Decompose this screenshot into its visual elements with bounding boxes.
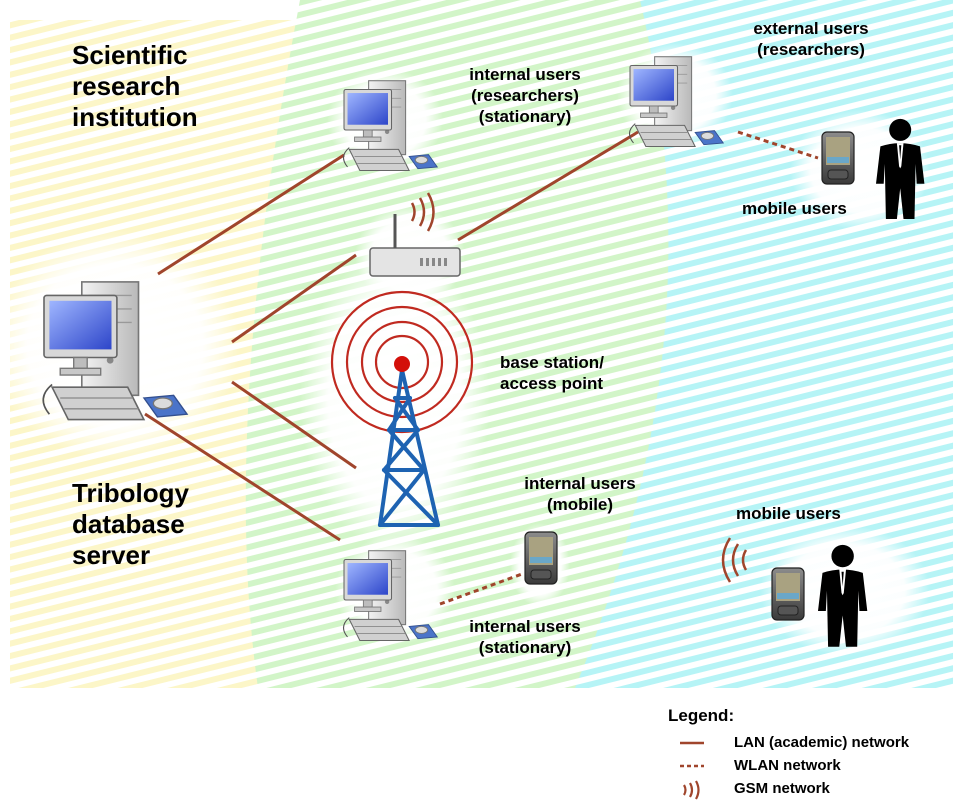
mobile-users-top-label: mobile users	[742, 199, 847, 218]
lan-link	[231, 253, 357, 344]
lan-link	[457, 130, 639, 242]
legend-item-gsm: GSM network	[668, 780, 953, 800]
router-led	[420, 258, 423, 266]
ist-line-2: (researchers)	[471, 86, 579, 105]
lan-link	[157, 153, 345, 276]
internal-stationary-top-label: internal users (researchers) (stationary…	[450, 64, 600, 127]
gsm-signal-wave	[741, 549, 748, 571]
tower-signal-ring	[374, 334, 430, 390]
lan-link	[231, 380, 357, 470]
router-led	[444, 258, 447, 266]
pda-icon-external	[821, 131, 855, 185]
tower-strut	[382, 428, 420, 472]
legend-label-wlan: WLAN network	[734, 757, 841, 774]
institution-line-1: Scientific	[72, 40, 188, 70]
tower-strut	[400, 368, 440, 527]
mobile-users-bottom-label: mobile users	[736, 504, 841, 523]
router-led	[432, 258, 435, 266]
dashed-line-icon	[680, 764, 704, 768]
legend-title: Legend:	[668, 706, 735, 725]
router-signal-wave	[410, 202, 416, 222]
legend-item-wlan: WLAN network	[668, 757, 953, 777]
internal-stationary-bottom-label: internal users (stationary)	[450, 616, 600, 658]
ext-line-2: (researchers)	[757, 40, 865, 59]
server-label: Tribology database server	[72, 478, 189, 571]
bs-line-1: base station/	[500, 353, 604, 372]
solid-line-icon	[680, 741, 704, 745]
router-led	[438, 258, 441, 266]
antenna-tower-icon	[378, 356, 440, 527]
pda-icon-internal	[524, 531, 558, 585]
legend-item-lan: LAN (academic) network	[668, 734, 953, 754]
router-icon	[369, 192, 461, 277]
institution-line-2: research	[72, 71, 181, 101]
internal-mobile-label: internal users (mobile)	[505, 473, 655, 515]
external-users-label: external users (researchers)	[736, 18, 886, 60]
tower-strut	[382, 468, 440, 527]
legend-label-lan: LAN (academic) network	[734, 734, 910, 751]
gsm-signal-wave	[721, 537, 732, 583]
institution-label: Scientific research institution	[72, 40, 198, 133]
isb-line-1: internal users	[469, 617, 581, 636]
router-led	[426, 258, 429, 266]
pda-icon-mobile	[771, 567, 805, 621]
tower-strut	[378, 468, 426, 527]
tower-signal-ring	[360, 320, 444, 404]
ext-line-1: external users	[753, 19, 869, 38]
tower-strut	[387, 428, 426, 472]
wlan-link-internal	[439, 572, 523, 606]
im-line-2: (mobile)	[546, 495, 614, 514]
ist-line-3: (stationary)	[478, 107, 572, 126]
tower-signal-ring	[345, 305, 459, 419]
bs-line-2: access point	[500, 374, 603, 393]
router-signal-wave	[426, 192, 435, 232]
tower-beacon	[394, 356, 410, 372]
legend: Legend: LAN (academic) network WLAN netw…	[668, 706, 953, 800]
ist-line-1: internal users	[469, 65, 581, 84]
gsm-signal-wave	[731, 543, 740, 577]
server-line-3: server	[72, 540, 151, 570]
tower-strut	[393, 396, 420, 432]
router-body	[369, 247, 461, 277]
legend-label-gsm: GSM network	[734, 780, 830, 797]
server-line-2: database	[72, 509, 185, 539]
isb-line-2: (stationary)	[478, 638, 572, 657]
im-line-1: internal users	[524, 474, 636, 493]
tower-strut	[387, 396, 412, 432]
router-signal-wave	[418, 197, 426, 227]
signal-waves-icon	[683, 780, 700, 800]
tower-strut	[378, 368, 404, 527]
base-station-label: base station/ access point	[500, 352, 604, 394]
lan-link	[144, 412, 341, 542]
server-line-1: Tribology	[72, 478, 189, 508]
institution-line-3: institution	[72, 102, 198, 132]
